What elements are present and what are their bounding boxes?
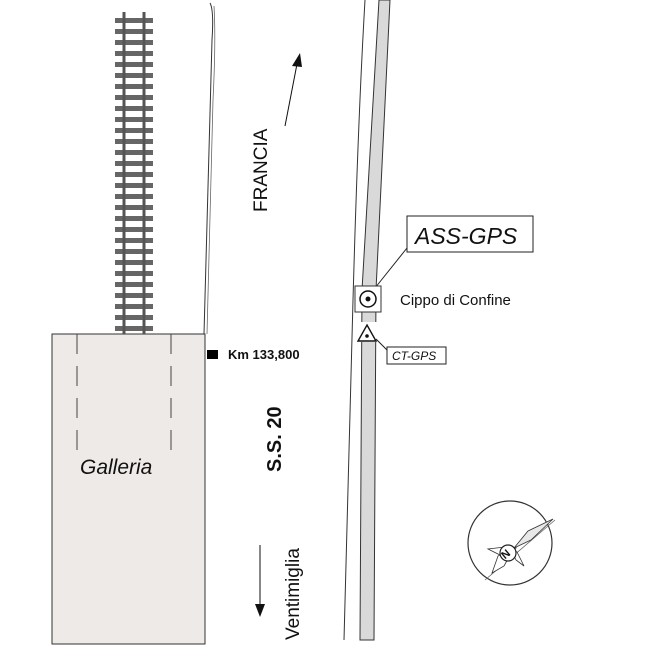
railway-sleeper	[115, 62, 153, 67]
road-edge-right	[343, 0, 366, 641]
road-edge-left	[203, 2, 214, 335]
railway-sleeper	[115, 29, 153, 34]
label-cippo: Cippo di Confine	[400, 292, 511, 309]
compass-icon: N	[467, 500, 556, 586]
railway-sleeper	[115, 139, 153, 144]
railway-sleeper	[115, 271, 153, 276]
label-francia: FRANCIA	[251, 128, 272, 212]
triangle-dot-marker-icon	[356, 323, 378, 342]
railway-track	[115, 12, 153, 334]
label-ventimiglia: Ventimiglia	[283, 548, 304, 640]
railway-sleeper	[115, 260, 153, 265]
arrow-down-icon	[255, 545, 265, 617]
railway-sleeper	[115, 172, 153, 177]
km-marker-icon	[207, 350, 218, 359]
circle-dot-marker-icon	[359, 290, 377, 308]
label-km: Km 133,800	[228, 347, 300, 362]
railway-sleeper	[115, 128, 153, 133]
label-ass-gps: ASS-GPS	[413, 223, 518, 249]
railway-sleeper	[115, 40, 153, 45]
railway-sleepers	[115, 18, 153, 331]
railway-sleeper	[115, 315, 153, 320]
label-ct-gps: CT-GPS	[392, 349, 436, 363]
railway-sleeper	[115, 183, 153, 188]
road-edge-left-inner	[206, 5, 216, 335]
ct-gps-leader	[375, 338, 388, 351]
railway-sleeper	[115, 238, 153, 243]
railway-sleeper	[115, 326, 153, 331]
label-road: S.S. 20	[264, 406, 286, 472]
railway-sleeper	[115, 227, 153, 232]
railway-sleeper	[115, 249, 153, 254]
railway-sleeper	[115, 304, 153, 309]
railway-sleeper	[115, 282, 153, 287]
benchmark-bg	[357, 322, 379, 342]
railway-sleeper	[115, 84, 153, 89]
ct-gps-box	[386, 346, 447, 365]
railway-sleeper	[115, 73, 153, 78]
railway-sleeper	[115, 161, 153, 166]
railway-sleeper	[115, 205, 153, 210]
railway-sleeper	[115, 117, 153, 122]
ass-gps-leader	[374, 247, 408, 289]
railway-sleeper	[115, 150, 153, 155]
railway-sleeper	[115, 51, 153, 56]
railway-sleeper	[115, 293, 153, 298]
railway-sleeper	[115, 95, 153, 100]
railway-sleeper	[115, 194, 153, 199]
arrow-up-icon	[284, 53, 302, 127]
road-band	[359, 0, 391, 641]
railway-sleeper	[115, 216, 153, 221]
label-galleria: Galleria	[80, 456, 152, 479]
ass-gps-box	[406, 215, 534, 253]
tunnel-block	[51, 333, 206, 645]
railway-sleeper	[115, 106, 153, 111]
railway-sleeper	[115, 18, 153, 23]
